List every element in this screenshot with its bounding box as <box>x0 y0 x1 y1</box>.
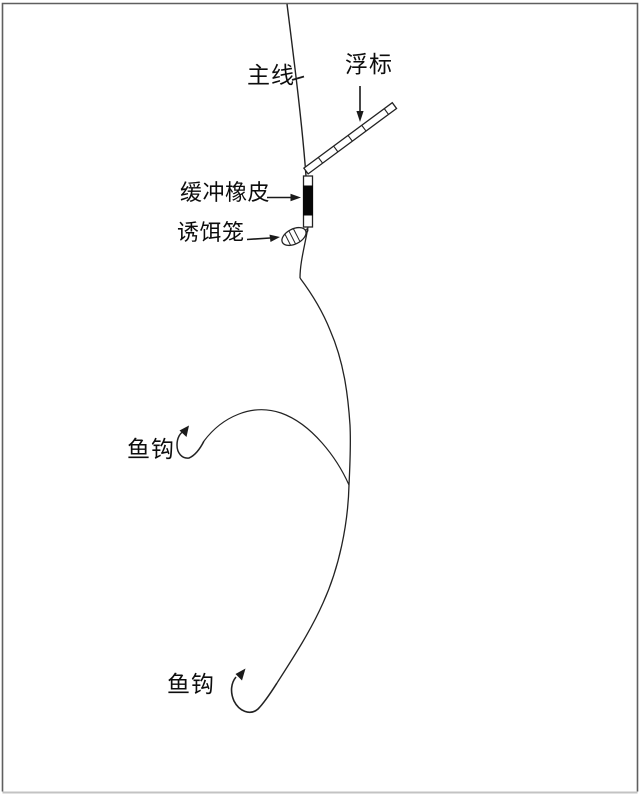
main-line-curve <box>299 277 352 486</box>
main-line-leader-tick <box>291 75 305 81</box>
hook-upper-barb <box>179 425 189 437</box>
bait-cage-graphic <box>281 226 309 247</box>
buffer-rubber-leader-arrow <box>267 193 301 202</box>
float-graphic <box>302 101 398 175</box>
hook-lower-barb <box>235 668 246 681</box>
bait-cage-attachment-loop <box>305 228 309 233</box>
buffer-rubber-band <box>303 185 313 216</box>
main-line-upper <box>286 3 307 177</box>
label-bait-cage: 诱饵笼 <box>177 220 245 245</box>
bait-cage-leader-arrow <box>246 234 280 242</box>
float-segment-lines <box>317 108 389 164</box>
bait-cage-hatch-lines <box>284 228 301 246</box>
main-line-lower <box>276 484 350 684</box>
label-hook-lower: 鱼钩 <box>167 671 215 697</box>
branch-line-upper-hook <box>203 409 350 486</box>
hook-lower-graphic <box>230 668 278 713</box>
label-main-line: 主线 <box>247 62 295 88</box>
float-leader-arrow <box>356 86 364 122</box>
label-float: 浮标 <box>345 51 393 77</box>
hook-upper-graphic <box>176 425 205 459</box>
label-hook-upper: 鱼钩 <box>127 436 175 462</box>
label-buffer-rubber: 缓冲橡皮 <box>180 180 271 205</box>
